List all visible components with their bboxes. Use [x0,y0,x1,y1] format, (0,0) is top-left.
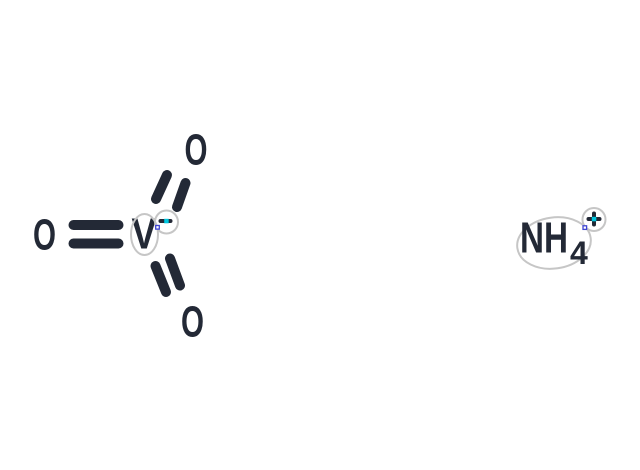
double-bond-bottom-right-line-2 [165,253,185,291]
valence-ring-vanadium [130,213,159,256]
double-bond-top-right [151,170,191,212]
plus-charge: + [582,211,602,231]
valence-ring-minus-charge [154,209,179,235]
group-subscript-4: 4 [570,235,588,271]
double-bond-bottom-right [150,253,185,297]
double-bond-top-right-line-1 [151,170,172,204]
group-label-nh: NH [520,214,568,263]
double-bond-bottom-right-line-1 [150,261,171,297]
vanadate-ion: O O O V - [33,126,208,347]
anchor-marker-blue [582,225,588,231]
anchor-marker-blue [155,224,160,230]
atom-label-oxygen-bottom: O [181,298,204,347]
double-bond-left [68,220,124,249]
minus-charge: - [155,218,173,230]
atom-label-oxygen-left: O [33,211,56,260]
valence-ring-plus-charge [581,207,607,232]
ammonium-ion: NH 4 + [516,207,607,271]
valence-ring-ammonium [516,216,592,270]
double-bond-top-right-line-2 [172,178,191,212]
selection-handle-cyan [591,216,597,222]
selection-handle-cyan [164,218,169,224]
atom-label-oxygen-top: O [185,126,208,175]
